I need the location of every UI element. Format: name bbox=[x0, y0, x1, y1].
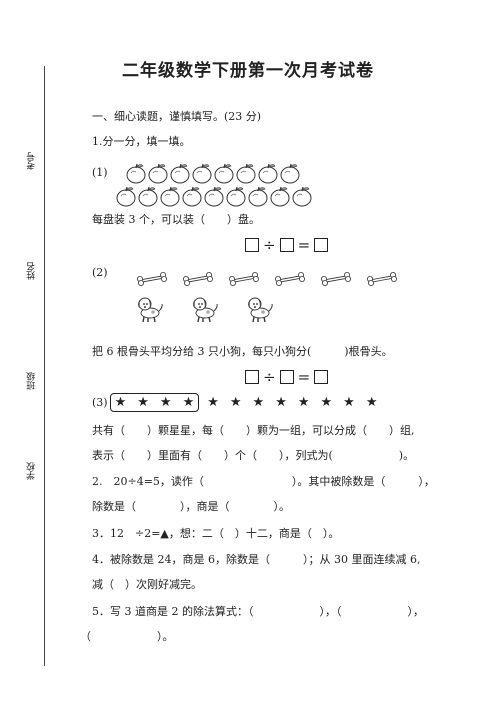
blank-box[interactable] bbox=[314, 238, 329, 252]
bone-icon bbox=[321, 272, 351, 286]
apple-icon bbox=[258, 163, 278, 184]
q1-part3-label: (3) bbox=[92, 396, 108, 409]
apple-icon bbox=[248, 186, 268, 207]
divide-sign: ÷ bbox=[263, 236, 276, 254]
bone-icon bbox=[367, 272, 397, 286]
star-icon: ★ bbox=[275, 395, 287, 410]
equation-blank-2: ÷ = bbox=[243, 368, 330, 386]
bone-row bbox=[136, 272, 412, 286]
section-heading: 一、细心读题，谨慎填写。(23 分) bbox=[92, 110, 262, 123]
apple-icon bbox=[192, 163, 212, 184]
q3-line: 3．12 ÷2=▲，想：二（ ）十二，商是（ ）。 bbox=[92, 527, 340, 540]
q4-line1: 4．被除数是 24，商是 6，除数是（ ）；从 30 里面连续减 6, bbox=[92, 553, 421, 566]
blank-box[interactable] bbox=[279, 370, 294, 384]
apple-icon bbox=[280, 163, 300, 184]
apple-icon bbox=[160, 186, 180, 207]
q2-line1: 2. 20÷4=5，读作（ ）。其中被除数是（ ）， bbox=[92, 475, 435, 488]
q1-part1-label: (1) bbox=[92, 166, 108, 179]
apple-icon bbox=[226, 186, 246, 207]
star-icon: ★ bbox=[365, 395, 378, 410]
apple-icon bbox=[292, 186, 312, 207]
apple-icon bbox=[116, 186, 136, 207]
star-icon: ★ bbox=[182, 395, 195, 410]
bone-icon bbox=[275, 272, 305, 286]
star-icon: ★ bbox=[297, 395, 310, 410]
star-icon: ★ bbox=[229, 395, 242, 410]
blank-box[interactable] bbox=[279, 238, 294, 252]
bone-icon bbox=[137, 272, 167, 286]
apple-icon bbox=[148, 163, 168, 184]
dog-icon bbox=[193, 297, 218, 323]
q1-intro: 1.分一分，填一填。 bbox=[92, 135, 191, 148]
q5-line2: （ ）。 bbox=[80, 630, 174, 643]
star-icon: ★ bbox=[159, 395, 172, 410]
apple-icon bbox=[236, 163, 256, 184]
side-label-school: 学校 bbox=[27, 462, 37, 480]
divide-sign: ÷ bbox=[263, 368, 276, 386]
apple-icon bbox=[270, 186, 290, 207]
dog-row bbox=[134, 293, 299, 323]
q4-line2: 减（ ）次刚好减完。 bbox=[92, 578, 202, 591]
star-icon: ★ bbox=[343, 395, 355, 410]
star-icon: ★ bbox=[114, 395, 127, 410]
side-label-exam-number: 考号 bbox=[27, 152, 37, 170]
star-icon: ★ bbox=[252, 395, 265, 410]
equation-blank-1: ÷ = bbox=[243, 236, 330, 254]
apple-icon bbox=[126, 163, 146, 184]
apple-icon bbox=[170, 163, 190, 184]
star-row: (3) ★ ★ ★ ★ ★ ★ ★ ★ ★ ★ ★ ★ bbox=[92, 393, 388, 412]
dog-icon bbox=[248, 297, 273, 323]
dog-icon bbox=[138, 297, 163, 323]
star-icon: ★ bbox=[137, 395, 149, 410]
equals-sign: = bbox=[297, 236, 311, 254]
q1-part3-line1: 共有（ ）颗星星，每（ ）颗为一组，可以分成（ ）组, bbox=[92, 424, 415, 437]
q1-part3-line2: 表示（ ）里面有（ ）个（ ），列式为( )。 bbox=[92, 449, 415, 462]
page-title: 二年级数学下册第一次月考试卷 bbox=[122, 61, 374, 81]
binding-line bbox=[44, 66, 45, 666]
equals-sign: = bbox=[297, 368, 311, 386]
q1-part2-label: (2) bbox=[92, 266, 108, 279]
side-label-name: 姓名 bbox=[27, 262, 37, 280]
side-label-class: 班级 bbox=[27, 372, 37, 390]
q2-line2: 除数是（ ），商是（ ）。 bbox=[92, 500, 290, 513]
blank-box[interactable] bbox=[245, 370, 259, 384]
apple-icon bbox=[204, 186, 224, 207]
apple-icon bbox=[182, 186, 202, 207]
bone-icon bbox=[183, 272, 213, 286]
star-icon: ★ bbox=[320, 395, 333, 410]
boxed-star-group: ★ ★ ★ ★ bbox=[109, 393, 200, 412]
apple-icon bbox=[138, 186, 158, 207]
apple-icon bbox=[214, 163, 234, 184]
apple-row-2 bbox=[115, 185, 313, 207]
bone-icon bbox=[229, 272, 259, 286]
q5-line1: 5．写 3 道商是 2 的除法算式：（ ），（ ）， bbox=[92, 605, 424, 618]
blank-box[interactable] bbox=[245, 238, 259, 252]
q1-part2-text: 把 6 根骨头平均分给 3 只小狗，每只小狗分( )根骨头。 bbox=[92, 345, 393, 358]
apple-row-1 bbox=[125, 162, 301, 184]
other-star-group: ★ ★ ★ ★ ★ ★ ★ ★ bbox=[207, 395, 388, 410]
q1-part1-text: 每盘装 3 个，可以装（ ）盘。 bbox=[92, 213, 260, 226]
star-icon: ★ bbox=[207, 395, 219, 410]
blank-box[interactable] bbox=[314, 370, 329, 384]
